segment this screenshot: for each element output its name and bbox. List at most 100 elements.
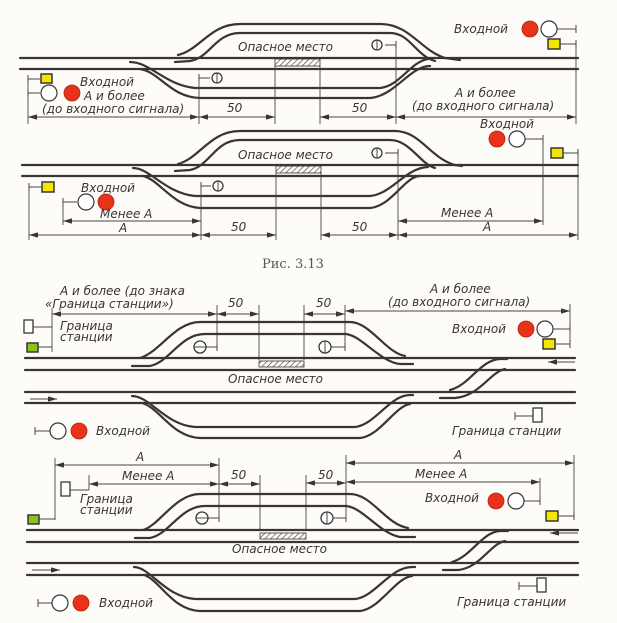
- crossover-track: [438, 367, 507, 400]
- dim-50-label: 50: [316, 296, 332, 310]
- right-signal-label: Входной: [480, 117, 534, 131]
- left-green-signal-icon: [26, 342, 52, 353]
- dim-50-label: 50: [231, 220, 247, 234]
- dim-50-label: 50: [231, 468, 247, 482]
- siding-track-bottom: [142, 573, 414, 613]
- a-label: А: [482, 220, 491, 234]
- right-entry-signal-icon: [521, 20, 577, 38]
- left-entry-signal-icon: [62, 193, 115, 211]
- boundary-label: Граница: [60, 319, 113, 333]
- a-label: А: [453, 448, 462, 462]
- a-label: А: [118, 221, 127, 235]
- siding-track-top: [130, 332, 415, 368]
- right-entry-signal-icon: [517, 320, 571, 338]
- diagram-4: А Менее А 50 50 А Менее А Граница станци…: [25, 448, 580, 613]
- bottom-left-signal-label: Входной: [96, 424, 150, 438]
- shunt-signal-icon: [371, 147, 399, 159]
- siding-track-bottom: [128, 57, 430, 90]
- shunt-signal-icon: [371, 39, 397, 51]
- left-entry-signal-icon: [27, 84, 81, 102]
- diagram-3: А и более (до знака «Граница станции») 5…: [23, 282, 577, 440]
- figure-caption: Рис. 3.13: [262, 257, 324, 272]
- siding-track-top: [133, 504, 417, 540]
- a-label: А: [135, 450, 144, 464]
- danger-label: Опасное место: [238, 148, 333, 162]
- boundary-label: Граница: [80, 492, 133, 506]
- siding-track-bottom: [141, 174, 422, 210]
- station-boundary-sign-icon: [60, 481, 89, 497]
- siding-track-top: [173, 138, 437, 173]
- dim-50-label: 50: [227, 101, 243, 115]
- less-a-label: Менее А: [100, 207, 152, 221]
- siding-track-top: [173, 31, 437, 64]
- boundary-label: станции: [60, 330, 113, 344]
- right-yellow-signal-icon: [542, 338, 571, 350]
- left-dim-label: А и более: [83, 89, 145, 103]
- station-boundary-sign-icon: [518, 577, 547, 593]
- siding-track-top: [176, 129, 464, 168]
- left-dim-label: (до входного сигнала): [42, 102, 184, 116]
- right-signal-label: Входной: [454, 22, 508, 36]
- shunt-signal-icon: [318, 340, 346, 354]
- right-entry-signal-icon: [487, 492, 541, 510]
- dim-50-label: 50: [352, 101, 368, 115]
- siding-track-bottom: [138, 64, 432, 100]
- top-right-dim-label: А и более: [429, 282, 491, 296]
- top-left-dim-label: А и более (до знака: [59, 284, 185, 298]
- siding-track-top: [176, 22, 462, 62]
- siding-track-bottom: [131, 165, 430, 198]
- siding-track-top: [141, 492, 410, 532]
- danger-label: Опасное место: [238, 40, 333, 54]
- right-yellow-signal-icon: [550, 147, 579, 159]
- bottom-left-signal-label: Входной: [99, 596, 153, 610]
- less-a-label: Менее А: [122, 469, 174, 483]
- dim-50-label: 50: [318, 468, 334, 482]
- left-yellow-signal-icon: [27, 73, 53, 84]
- shunt-signal-icon: [198, 72, 223, 84]
- shunt-signal-icon: [195, 511, 220, 525]
- boundary-label: станции: [80, 503, 133, 517]
- danger-zone: [258, 360, 305, 368]
- bottom-left-entry-signal-icon: [34, 422, 88, 440]
- danger-zone: [275, 165, 322, 174]
- station-boundary-sign-icon: [514, 407, 543, 423]
- boundary-label: Граница станции: [457, 595, 566, 609]
- shunt-signal-icon: [200, 180, 224, 192]
- right-yellow-signal-icon: [545, 510, 575, 522]
- danger-zone: [259, 532, 307, 540]
- danger-zone: [274, 58, 321, 67]
- crossover-track: [441, 539, 507, 572]
- siding-track-bottom: [140, 401, 412, 440]
- danger-label: Опасное место: [232, 542, 327, 556]
- boundary-label: Граница станции: [452, 424, 561, 438]
- siding-track-bottom: [132, 565, 417, 601]
- less-a-label: Менее А: [415, 467, 467, 481]
- siding-track-top: [138, 320, 407, 360]
- crossover-track: [450, 529, 510, 564]
- left-signal-label: Входной: [80, 75, 134, 89]
- right-signal-label: Входной: [452, 322, 506, 336]
- crossover-track: [448, 357, 509, 392]
- top-right-dim-label: (до входного сигнала): [388, 295, 530, 309]
- right-dim-label: (до входного сигнала): [412, 99, 554, 113]
- diagram-2: Опасное место Входной Входной: [20, 117, 580, 240]
- dim-50-label: 50: [228, 296, 244, 310]
- right-signal-label: Входной: [425, 491, 479, 505]
- danger-label: Опасное место: [228, 372, 323, 386]
- right-dim-label: А и более: [454, 86, 516, 100]
- right-entry-signal-icon: [488, 130, 544, 148]
- left-yellow-signal-icon: [28, 181, 55, 193]
- station-boundary-sign-icon: [23, 319, 52, 334]
- shunt-signal-icon: [320, 511, 347, 525]
- less-a-label: Менее А: [441, 206, 493, 220]
- left-green-signal-icon: [27, 514, 55, 525]
- bottom-left-entry-signal-icon: [37, 594, 90, 612]
- left-signal-label: Входной: [81, 181, 135, 195]
- siding-track-bottom: [130, 393, 415, 429]
- shunt-signal-icon: [193, 340, 218, 354]
- right-yellow-signal-icon: [547, 38, 577, 50]
- diagram-1: Опасное место Входной А и более (до вход…: [18, 20, 580, 124]
- top-left-dim-label: «Граница станции»): [45, 297, 174, 311]
- dim-50-label: 50: [352, 220, 368, 234]
